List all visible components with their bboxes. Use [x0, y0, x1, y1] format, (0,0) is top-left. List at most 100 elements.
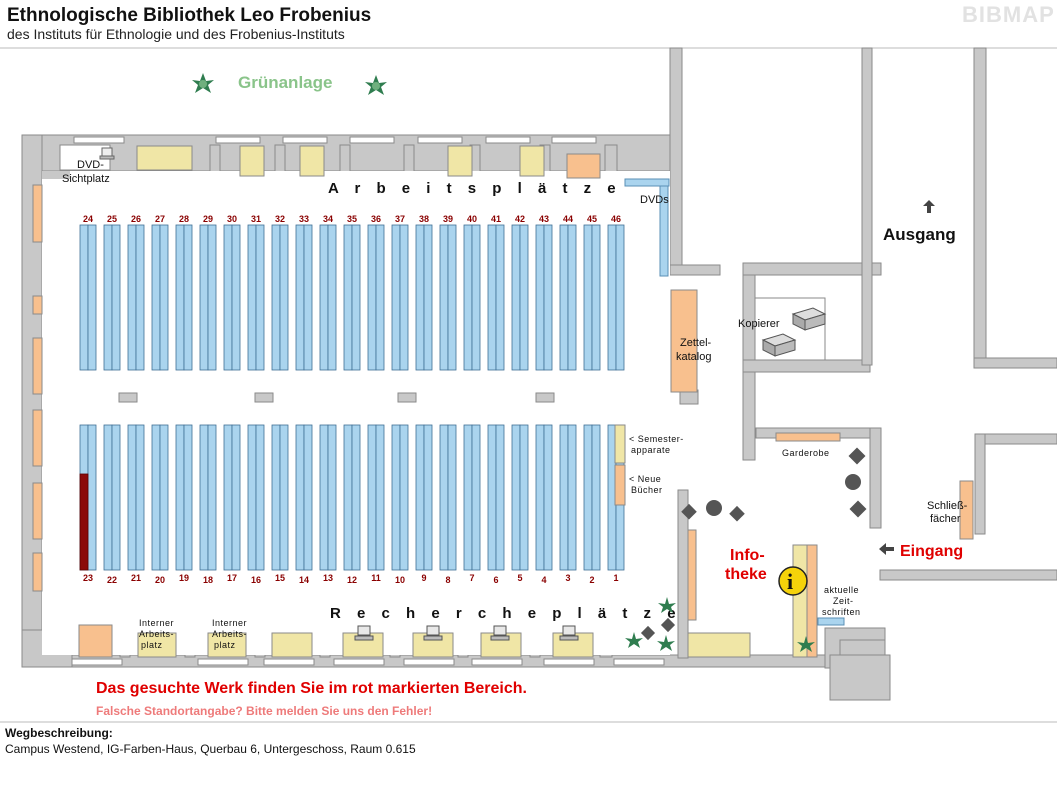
shelf-number: 8: [445, 575, 450, 585]
map-subtitle: des Instituts für Ethnologie und des Fro…: [7, 26, 345, 42]
shelf-side: [135, 424, 145, 571]
shelf-46: [607, 224, 625, 371]
shelf-number: 18: [203, 575, 213, 585]
shelf-side: [367, 424, 377, 571]
shelf-number: 1: [613, 573, 618, 583]
shelf-side: [327, 224, 337, 371]
shelf-number: 22: [107, 575, 117, 585]
shelf-side: [303, 224, 313, 371]
eingang-label: Eingang: [900, 543, 963, 560]
shelf-side: [471, 224, 481, 371]
shelf-number: 30: [227, 214, 237, 224]
shelf-side: [247, 224, 257, 371]
shelf-7: [463, 424, 481, 571]
bibmap-logo: BIBMAP: [962, 2, 1055, 27]
dvds-label: DVDs: [640, 194, 669, 206]
shelf-number: 36: [371, 214, 381, 224]
shelf-side: [615, 224, 625, 371]
map-title: Ethnologische Bibliothek Leo Frobenius: [7, 5, 371, 26]
shelf-number: 16: [251, 575, 261, 585]
shelf-side: [511, 424, 521, 571]
shelf-side: [111, 224, 121, 371]
shelf-side: [151, 424, 161, 571]
shelf-number: 21: [131, 573, 141, 583]
shelf-32: [271, 224, 289, 371]
shelf-side: [351, 424, 361, 571]
shelf-side: [207, 424, 217, 571]
computer-icon: [354, 625, 374, 641]
shelf-number: 25: [107, 214, 117, 224]
shelf-33: [295, 224, 313, 371]
shelf-side: [103, 424, 113, 571]
shelf-6: [487, 424, 505, 571]
shelf-side: [231, 224, 241, 371]
shelf-number: 9: [421, 573, 426, 583]
shelf-number: 26: [131, 214, 141, 224]
dvd-booth: [59, 144, 111, 171]
shelf-side: [255, 224, 265, 371]
shelf-number: 5: [517, 573, 522, 583]
dvd-player-icon: [99, 147, 115, 160]
svg-text:i: i: [787, 569, 793, 594]
shelf-side: [399, 424, 409, 571]
shelf-side: [591, 424, 601, 571]
shelf-side: [343, 424, 353, 571]
shelf-side: [495, 224, 505, 371]
shelf-30: [223, 224, 241, 371]
shelf-5: [511, 424, 529, 571]
info-shelf: [687, 529, 697, 621]
shelf-15: [271, 424, 289, 571]
shelf-side: [159, 424, 169, 571]
shelf-22: [103, 424, 121, 571]
shelf-number: 19: [179, 573, 189, 583]
shelf-number: 17: [227, 573, 237, 583]
shelf-18: [199, 424, 217, 571]
shelf-side: [607, 224, 617, 371]
shelf-side: [199, 424, 209, 571]
wegbeschreibung-label: Wegbeschreibung:: [5, 726, 113, 740]
shelf-side: [495, 424, 505, 571]
shelf-13: [319, 424, 337, 571]
pillars: [118, 392, 555, 403]
shelf-side: [175, 224, 185, 371]
shelf-27: [151, 224, 169, 371]
shelf-side: [271, 224, 281, 371]
shelf-37: [391, 224, 409, 371]
shelf-number: 12: [347, 575, 357, 585]
shelf-36: [367, 224, 385, 371]
shelf-side: [199, 224, 209, 371]
side-cabinets: [32, 184, 43, 592]
shelf-9: [415, 424, 433, 571]
shelf-side: [567, 224, 577, 371]
address-text: Campus Westend, IG-Farben-Haus, Querbau …: [5, 742, 416, 756]
schliessfaecher-lockers: [959, 480, 974, 540]
plant-icon: [365, 75, 387, 95]
shelf-number: 13: [323, 573, 333, 583]
shelf-number: 35: [347, 214, 357, 224]
shelf-number: 37: [395, 214, 405, 224]
shelf-20: [151, 424, 169, 571]
shelf-12: [343, 424, 361, 571]
shelf-19: [175, 424, 193, 571]
shelf-side: [567, 424, 577, 571]
computer-icons: [354, 625, 579, 641]
shelf-side: [559, 424, 569, 571]
neue-buecher-label: < Neue Bücher: [629, 474, 664, 495]
shelf-40: [463, 224, 481, 371]
interner-arbeitsplatz-label: Interner Arbeits- platz: [139, 618, 177, 650]
shelf-side: [223, 424, 233, 571]
shelf-number: 14: [299, 575, 309, 585]
shelf-41: [487, 224, 505, 371]
zettelkatalog-label: Zettel- katalog: [676, 337, 714, 363]
shelf-side: [415, 224, 425, 371]
shelf-side: [375, 424, 385, 571]
shelf-side: [159, 224, 169, 371]
shelf-side: [175, 424, 185, 571]
shelf-number: 39: [443, 214, 453, 224]
report-error-link[interactable]: Falsche Standortangabe? Bitte melden Sie…: [96, 704, 432, 718]
shelf-side: [535, 224, 545, 371]
shelf-side: [87, 424, 97, 571]
entrance-arrow-icon: [879, 543, 894, 555]
shelf-side: [519, 224, 529, 371]
